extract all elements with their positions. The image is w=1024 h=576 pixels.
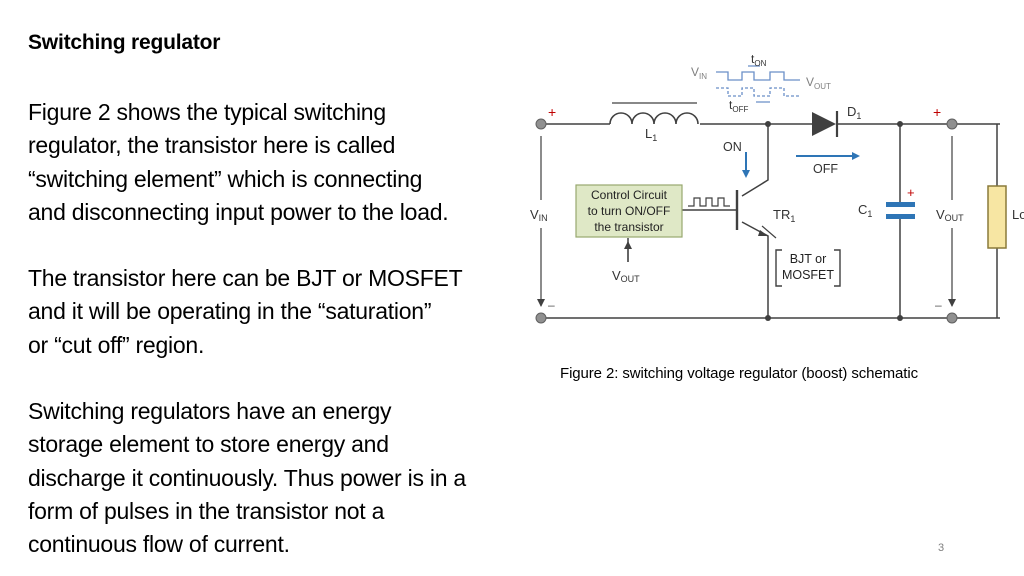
bjt-pointer bbox=[761, 225, 777, 239]
ton-label: tON bbox=[751, 52, 767, 68]
paragraph-transistor-type: The transistor here can be BJT or MOSFET… bbox=[28, 262, 528, 362]
vin-label: VIN bbox=[530, 207, 548, 223]
control-line-1: Control Circuit bbox=[591, 188, 668, 202]
text-line: Figure 2 shows the typical switching bbox=[28, 99, 386, 125]
paragraph-switching-element: Figure 2 shows the typical switching reg… bbox=[28, 96, 528, 229]
figure-caption: Figure 2: switching voltage regulator (b… bbox=[560, 365, 919, 382]
control-circuit-box bbox=[575, 184, 683, 238]
transistor-label: TR1 bbox=[773, 207, 795, 224]
paragraph-energy-storage: Switching regulators have an energy stor… bbox=[28, 395, 528, 561]
transistor bbox=[735, 190, 768, 236]
text-line: or “cut off” region. bbox=[28, 331, 205, 358]
bjt-line-2: MOSFET bbox=[782, 268, 834, 282]
toff-label: tOFF bbox=[729, 98, 748, 114]
text-line: Switching regulators have an energy bbox=[28, 398, 392, 424]
text-line: continuous flow of current. bbox=[28, 531, 290, 558]
bjt-mosfet-bracket bbox=[775, 249, 841, 287]
junction-dots bbox=[765, 121, 903, 321]
text-line: regulator, the transistor here is called bbox=[28, 132, 396, 159]
pulse-signal bbox=[688, 197, 730, 207]
text-line: storage element to store energy and bbox=[28, 431, 389, 458]
text-line: “switching element” which is connecting bbox=[28, 165, 423, 192]
wave-vout-label: VOUT bbox=[806, 75, 831, 91]
output-waveform bbox=[716, 65, 800, 103]
control-vout-label: VOUT bbox=[612, 268, 640, 284]
slide-title: Switching regulator bbox=[28, 31, 221, 54]
diode-label: D1 bbox=[847, 104, 861, 121]
text-line: form of pulses in the transistor not a bbox=[28, 497, 385, 524]
on-label: ON bbox=[723, 140, 742, 154]
capacitor-label: C1 bbox=[858, 202, 872, 219]
control-line-2: to turn ON/OFF bbox=[588, 204, 671, 218]
load-label: Lo bbox=[1012, 207, 1024, 222]
wave-vin-label: VIN bbox=[691, 65, 707, 81]
text-line: and it will be operating in the “saturat… bbox=[28, 298, 432, 325]
inductor bbox=[609, 112, 699, 125]
bjt-line-1: BJT or bbox=[790, 252, 827, 266]
inductor-label: L1 bbox=[645, 126, 657, 143]
input-terminals bbox=[535, 118, 958, 324]
cap-plus: + bbox=[907, 185, 915, 200]
voltage-arrows bbox=[537, 136, 956, 307]
minus-left: – bbox=[548, 298, 555, 312]
off-label: OFF bbox=[813, 162, 838, 176]
plus-right: + bbox=[933, 104, 941, 120]
vout-label: VOUT bbox=[936, 207, 964, 223]
page-number: 3 bbox=[938, 542, 945, 554]
diode bbox=[812, 111, 839, 137]
capacitor bbox=[886, 202, 915, 219]
text-line: and disconnecting input power to the loa… bbox=[28, 198, 449, 225]
text-line: discharge it continuously. Thus power is… bbox=[28, 464, 466, 491]
load-resistor bbox=[987, 185, 1007, 249]
text-line: The transistor here can be BJT or MOSFET bbox=[28, 265, 463, 291]
control-line-3: the transistor bbox=[594, 220, 663, 234]
plus-left: + bbox=[548, 104, 556, 120]
minus-right: – bbox=[935, 298, 942, 312]
